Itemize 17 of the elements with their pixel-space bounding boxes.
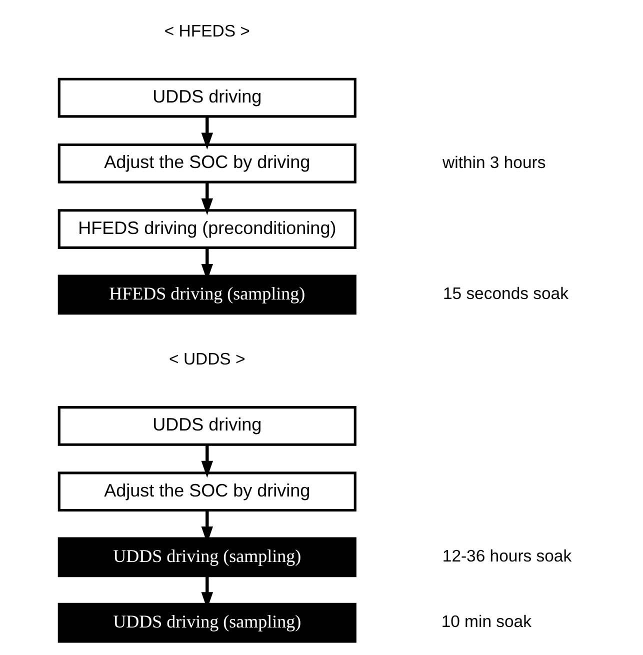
label: < HFEDS > [164,22,250,41]
label: 12-36 hours soak [442,546,572,566]
node-box: UDDS driving [57,406,356,446]
node-box: Adjust the SOC by driving [57,472,356,512]
label: 10 min soak [440,612,531,632]
label: 15 seconds soak [442,284,568,304]
label: < UDDS > [168,350,245,369]
arrow [200,444,213,478]
label: within 3 hours [442,152,546,172]
arrow [200,116,213,150]
node-box: UDDS driving [57,78,356,118]
node-box: Adjust the SOC by driving [57,143,356,184]
node-box: UDDS driving (sampling) [57,537,356,578]
node-box: HFEDS driving (sampling) [57,274,356,315]
arrow [200,182,213,216]
node-box: HFEDS driving (preconditioning) [57,209,356,249]
node-box: UDDS driving (sampling) [57,602,356,643]
